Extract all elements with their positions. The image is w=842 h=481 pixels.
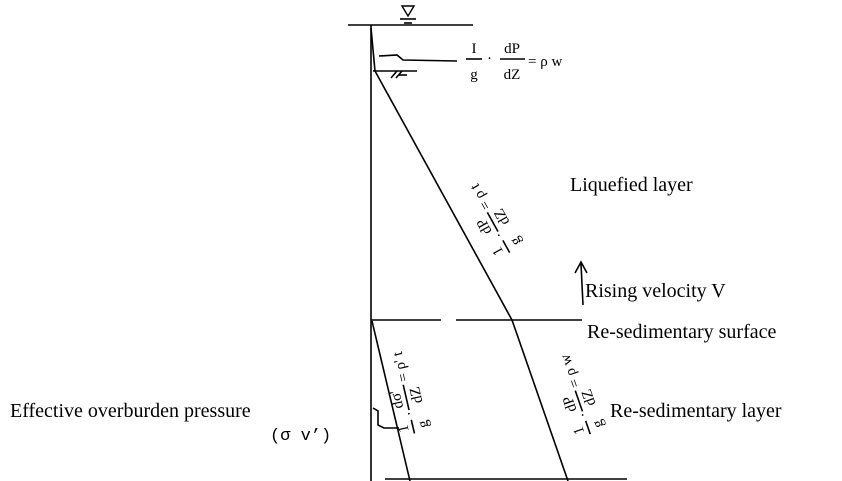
eq-top-dP: dP [504,41,520,57]
eq-top-g: g [470,67,478,83]
eq-top-dot: · [487,51,492,67]
eq-eff-dot: · [401,409,418,417]
equation-resed-effective: 1 g · dσ' dZ = ρ' t [387,349,432,434]
equation-resed-water: 1 g · dP dZ = ρ w [557,352,607,437]
equation-top: I g · dP dZ = ρ w [466,41,562,83]
eq-liq-dZ: dZ [491,206,513,228]
eq-top-one: I [472,41,477,57]
eq-wat-one: 1 [571,424,589,436]
leader-effective-overburden [372,407,399,429]
equation-liquefied: 1 g · dP dZ = ρ t [467,180,525,258]
leader-top-formula [378,54,458,62]
eq-eff-one: 1 [395,423,412,434]
eq-wat-g: g [589,417,607,430]
eq-wat-dZ: dZ [579,387,600,408]
rising-arrow-icon [574,260,588,306]
hydrostatic-line-top [370,27,376,72]
eq-liq-rhs: = ρ t [467,180,495,213]
water-table-triangle-icon [400,5,416,24]
eq-wat-rhs: = ρ w [557,352,583,390]
eq-liq-one: 1 [490,244,508,258]
eq-eff-dZ: dZ [407,385,426,405]
eq-top-dZ: dZ [504,67,521,83]
ground-hatch-icon [373,70,417,79]
eq-liq-dP: dP [474,216,496,238]
eq-eff-dP: dσ' [387,388,407,410]
eq-wat-dot: · [575,410,592,420]
eq-eff-rhs: = ρ' t [390,349,413,383]
eq-eff-g: g [415,418,432,429]
label-sigma-v: (σ v’) [270,427,331,446]
liquefied-pressure-line [374,70,513,321]
label-liquefied-layer: Liquefied layer [570,174,693,196]
eq-wat-dP: dP [560,394,580,414]
effective-stress-line [371,320,411,481]
label-resedimentary-surface: Re-sedimentary surface [587,321,776,343]
eq-liq-g: g [507,234,525,249]
label-rising-velocity: Rising velocity V [585,280,726,302]
eq-top-rhs: = ρ w [528,54,562,70]
label-effective-overburden: Effective overburden pressure [10,400,251,422]
label-resedimentary-layer: Re-sedimentary layer [610,400,782,422]
water-pressure-line [511,319,569,481]
